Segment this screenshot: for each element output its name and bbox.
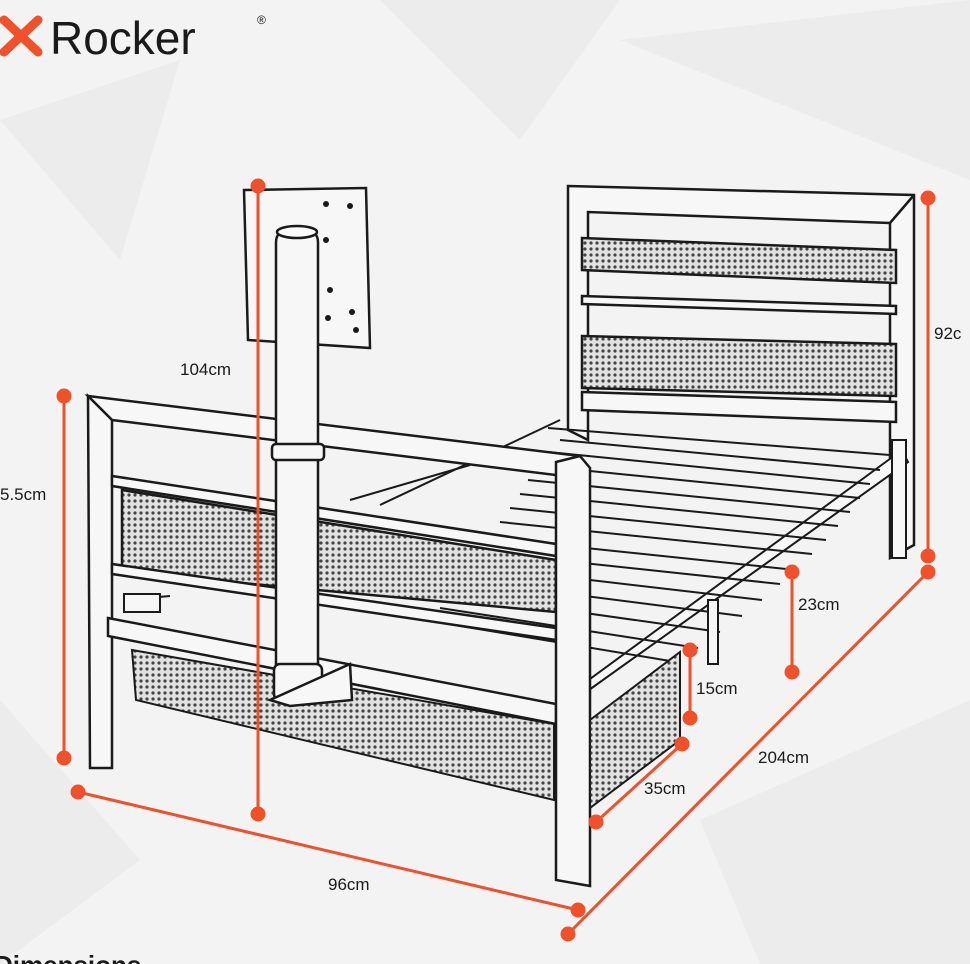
label-bed-length: 204cm <box>758 748 809 767</box>
x-mark-icon <box>0 15 43 57</box>
label-headboard-height: 92c <box>934 324 962 343</box>
label-monitor-mount-height: 104cm <box>180 360 231 379</box>
section-heading: Dimensions <box>0 950 141 964</box>
label-drawer-depth: 35cm <box>644 779 686 798</box>
brand-logo: Rocker ® <box>0 12 266 64</box>
label-drawer-height: 15cm <box>696 679 738 698</box>
dimension-markers <box>56 178 936 942</box>
headboard <box>566 184 916 561</box>
monitor-mount <box>242 186 372 708</box>
label-leg-clearance: 23cm <box>798 595 840 614</box>
trademark-symbol: ® <box>257 13 266 27</box>
label-footboard-height: 5.5cm <box>0 485 46 504</box>
label-bed-width: 96cm <box>328 875 370 894</box>
brand-name: Rocker <box>50 12 196 64</box>
storage-drawer <box>123 593 681 811</box>
dimension-labels: 104cm 5.5cm 92c 23cm 15cm 35cm 204cm 96c… <box>0 324 962 894</box>
